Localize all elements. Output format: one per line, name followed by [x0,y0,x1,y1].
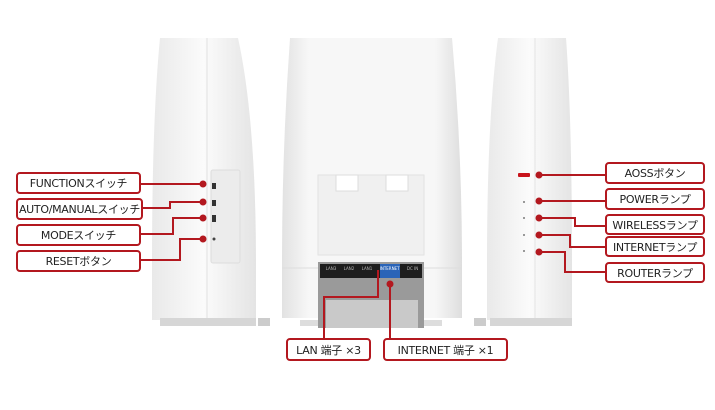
port-label: LAN3 [325,266,337,271]
port-label: LAN1 [361,266,373,271]
label-power-lamp: POWERランプ [605,188,705,210]
label-internet-lamp: INTERNETランプ [605,236,705,257]
label-router-lamp: ROUTERランプ [605,262,705,283]
port-labels: LAN3 LAN2 LAN1 INTERNET DC IN [322,266,422,271]
port-label: DC IN [406,266,419,271]
leader-lines [140,174,605,338]
router-front-view [474,38,572,326]
port-label: LAN2 [343,266,355,271]
label-auto-manual-switch: AUTO/MANUALスイッチ [16,198,143,220]
label-function-switch: FUNCTIONスイッチ [16,172,141,194]
leader-dots [199,171,543,288]
label-reset-button: RESETボタン [16,250,141,272]
label-aoss-button: AOSSボタン [605,162,705,184]
label-wireless-lamp: WIRELESSランプ [605,214,705,235]
router-side-view-left [152,38,270,326]
label-mode-switch: MODEスイッチ [16,224,141,246]
label-internet-port: INTERNET 端子 ×1 [383,338,508,361]
port-label: INTERNET [379,266,400,271]
router-back-view [282,38,462,328]
label-lan-ports: LAN 端子 ×3 [286,338,371,361]
